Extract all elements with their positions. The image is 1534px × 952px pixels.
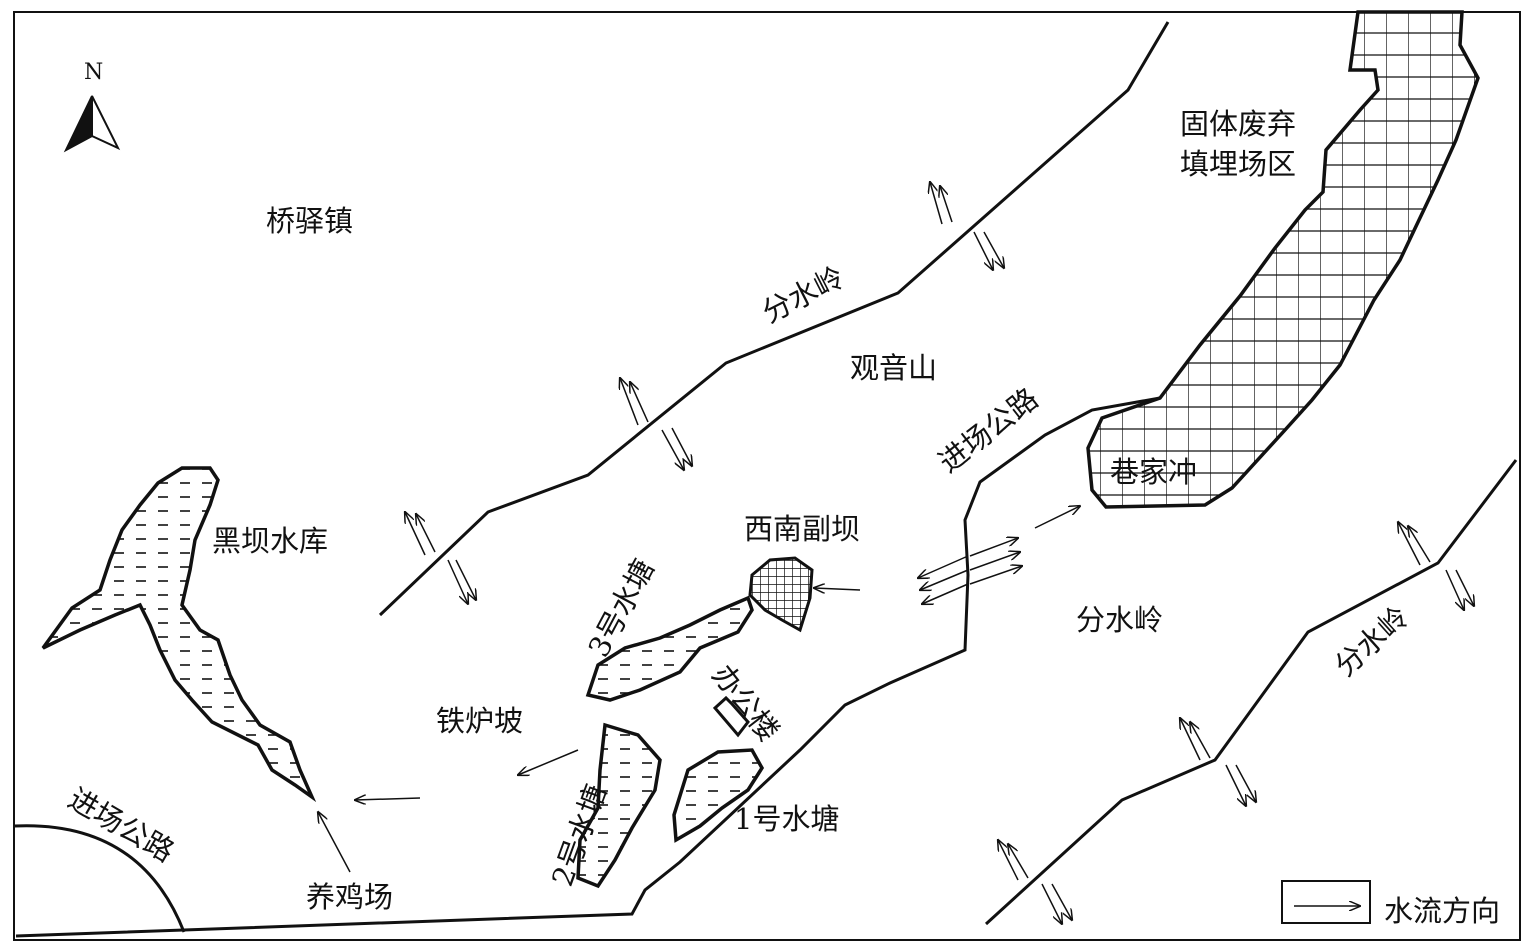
water-flow-arrows [318, 506, 1080, 873]
label-xiangjiachong: 巷家冲 [1110, 455, 1198, 489]
divide-line-upper [378, 21, 1170, 617]
road-cross-flow-arrows [918, 538, 1022, 604]
label-qiaoyi-town: 桥驿镇 [266, 204, 354, 238]
pond-1-water [672, 748, 765, 843]
label-tielupo: 铁炉坡 [436, 704, 524, 738]
landfill-area [1086, 10, 1480, 509]
label-pond-1: 1号水塘 [734, 802, 840, 836]
pond-3-water [585, 595, 754, 702]
access-road-lower-curve [13, 824, 186, 933]
north-label: N [84, 60, 104, 85]
label-chicken-farm: 养鸡场 [306, 880, 394, 914]
access-road-main [15, 396, 1161, 938]
legend-water-flow-label: 水流方向 [1384, 894, 1501, 928]
label-heiba-reservoir: 黑坝水库 [212, 524, 329, 558]
label-landfill-line2: 填埋场区 [1180, 147, 1297, 181]
label-southwest-dam: 西南副坝 [744, 512, 861, 546]
map-frame [13, 11, 1521, 941]
north-arrow-icon [63, 95, 121, 153]
southwest-dam [748, 556, 814, 633]
heiba-reservoir-water [41, 466, 317, 803]
legend-box [1281, 880, 1371, 924]
divide-line-lower-right [984, 459, 1518, 926]
office-building-footprint [712, 695, 750, 738]
label-divide-middle-right: 分水岭 [1076, 603, 1164, 637]
pond-2-water [576, 722, 662, 889]
label-landfill-line1: 固体废弃 [1180, 107, 1297, 141]
label-guanyin-mountain: 观音山 [850, 351, 938, 385]
divide-double-arrows [405, 182, 1474, 924]
